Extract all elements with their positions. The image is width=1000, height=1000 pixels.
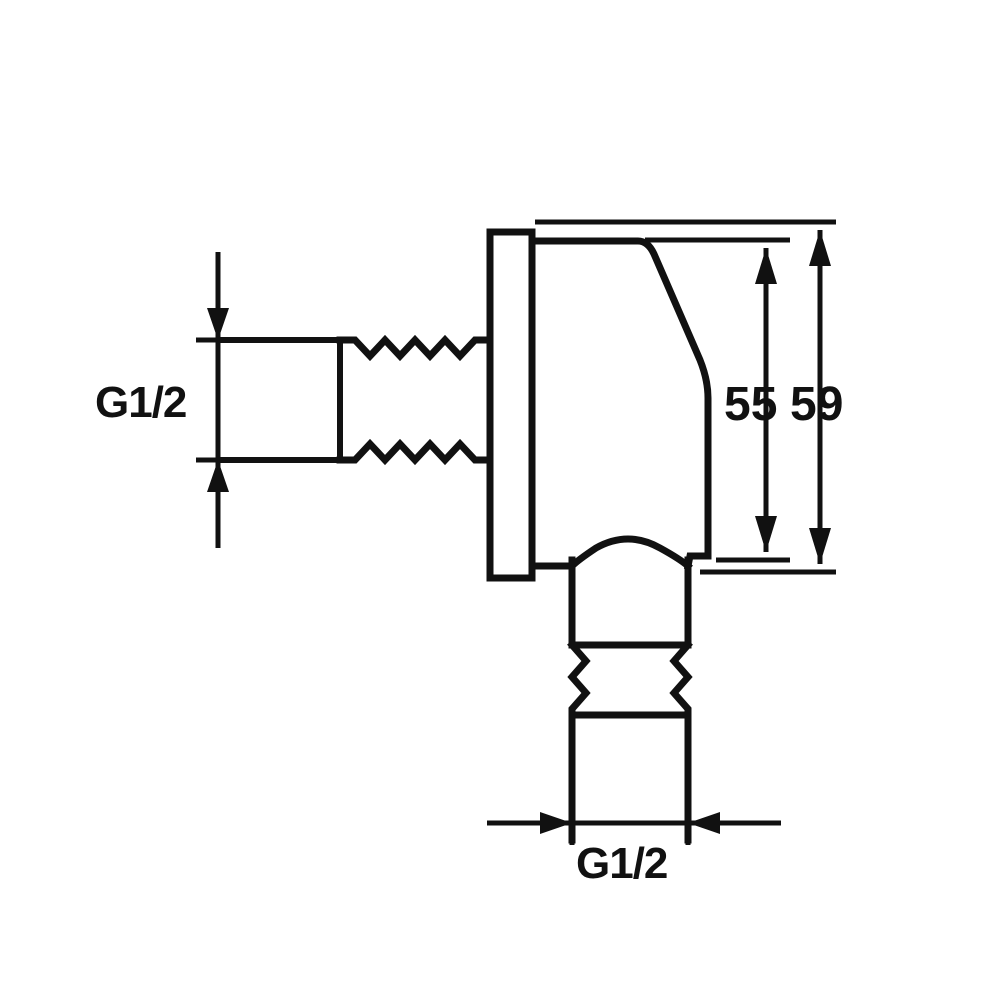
outlet-thread-label: G1/2 (576, 839, 667, 888)
inlet-thread-label: G1/2 (95, 378, 186, 427)
ribbed-collar-left-profile (567, 640, 591, 719)
inlet-dim-arrow-bottom (207, 460, 229, 492)
inlet-thread-top-profile (336, 334, 494, 362)
dimension-outlet-g12: G1/2 (487, 803, 781, 888)
dimension-height-59: 59 (535, 219, 843, 575)
dimension-height-55: 55 (645, 237, 790, 563)
inlet-thread-bottom-profile (336, 438, 494, 466)
product-geometry (218, 228, 712, 844)
main-body-outline (528, 237, 712, 571)
outlet-dim-arrow-right (688, 812, 720, 834)
dim59-arrow-bottom (809, 528, 831, 564)
inlet-thread-part (218, 334, 494, 466)
dim55-arrow-bottom (755, 516, 777, 552)
height-59-label: 59 (790, 378, 843, 431)
height-55-label: 55 (724, 378, 777, 431)
ribbed-collar-right-profile (669, 640, 693, 719)
outlet-dim-arrow-left (540, 812, 572, 834)
dim55-arrow-top (755, 248, 777, 284)
dim59-arrow-top (809, 230, 831, 266)
flange-plate (486, 228, 536, 582)
main-body-underside-arch (567, 535, 693, 571)
outlet-pipe-part (567, 556, 693, 844)
dimension-inlet-g12: G1/2 (95, 252, 240, 548)
inlet-dim-arrow-top (207, 308, 229, 340)
